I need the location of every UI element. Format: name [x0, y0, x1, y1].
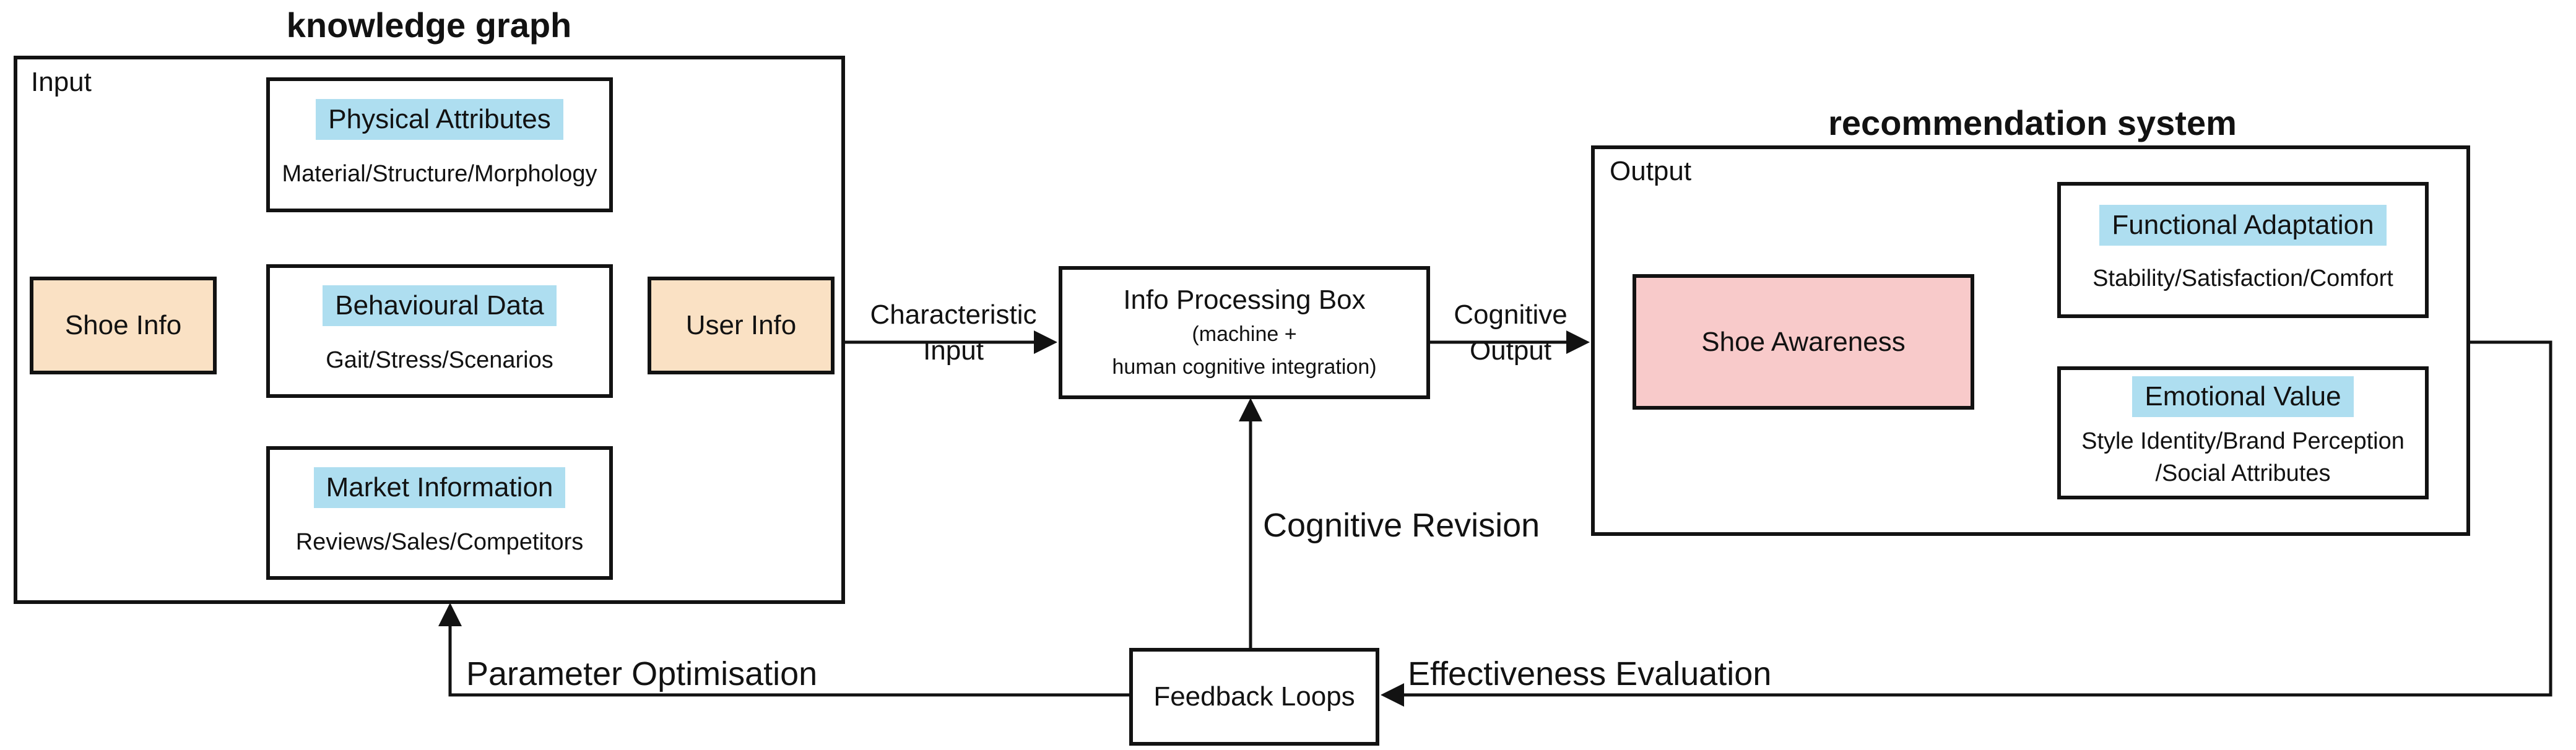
- output-region-label: Output: [1610, 156, 1692, 186]
- functional-adaptation-box: Functional Adaptation Stability/Satisfac…: [2057, 182, 2429, 318]
- behavioural-data-box: Behavioural Data Gait/Stress/Scenarios: [266, 264, 613, 398]
- functional-adaptation-subtitle: Stability/Satisfaction/Comfort: [2092, 265, 2393, 292]
- shoe-info-box: Shoe Info: [30, 277, 217, 374]
- info-processing-sub-line1: (machine +: [1192, 322, 1297, 347]
- characteristic-input-label: Characteristic Input: [870, 297, 1037, 369]
- parameter-optimisation-label: Parameter Optimisation: [466, 655, 818, 692]
- arrowhead-into-output-icon: [1566, 330, 1590, 354]
- market-information-box: Market Information Reviews/Sales/Competi…: [266, 446, 613, 580]
- physical-attributes-subtitle: Material/Structure/Morphology: [282, 161, 597, 188]
- cognitive-output-line2: Output: [1469, 335, 1552, 366]
- arrowhead-into-processing-bottom-icon: [1239, 398, 1262, 421]
- arrowhead-into-processing-icon: [1034, 330, 1057, 354]
- effectiveness-loop-line: [1403, 340, 2552, 697]
- market-information-title: Market Information: [313, 467, 566, 509]
- arrowhead-into-feedback-icon: [1381, 683, 1404, 707]
- market-information-subtitle: Reviews/Sales/Competitors: [295, 529, 584, 556]
- shoe-awareness-label: Shoe Awareness: [1701, 326, 1906, 357]
- input-region-label: Input: [31, 67, 92, 97]
- cognitive-output-label: Cognitive Output: [1454, 297, 1567, 369]
- emotional-value-box: Emotional Value Style Identity/Brand Per…: [2057, 366, 2429, 499]
- physical-attributes-box: Physical Attributes Material/Structure/M…: [266, 77, 613, 212]
- emotional-value-title: Emotional Value: [2132, 376, 2354, 418]
- effectiveness-evaluation-label: Effectiveness Evaluation: [1408, 655, 1772, 692]
- emotional-value-subtitle: Style Identity/Brand Perception /Social …: [2081, 426, 2405, 489]
- feedback-loops-box: Feedback Loops: [1129, 648, 1379, 746]
- recommendation-system-title: recommendation system: [1828, 103, 2237, 142]
- characteristic-input-line1: Characteristic: [870, 300, 1037, 330]
- info-processing-sub-line2: human cognitive integration): [1112, 355, 1377, 379]
- info-processing-title: Info Processing Box: [1123, 285, 1366, 316]
- emotional-value-subtitle-line1: Style Identity/Brand Perception: [2081, 428, 2405, 455]
- behavioural-data-title: Behavioural Data: [323, 285, 557, 327]
- knowledge-graph-title: knowledge graph: [286, 6, 572, 45]
- behavioural-data-subtitle: Gait/Stress/Scenarios: [326, 347, 553, 374]
- arrowhead-into-input-icon: [438, 603, 462, 626]
- functional-adaptation-title: Functional Adaptation: [2099, 205, 2387, 246]
- shoe-awareness-box: Shoe Awareness: [1633, 274, 1974, 410]
- emotional-value-subtitle-line2: /Social Attributes: [2155, 460, 2331, 486]
- info-processing-box: Info Processing Box (machine + human cog…: [1059, 266, 1430, 399]
- physical-attributes-title: Physical Attributes: [316, 99, 563, 140]
- user-info-box: User Info: [648, 277, 835, 374]
- user-info-label: User Info: [685, 310, 797, 340]
- cognitive-output-line1: Cognitive: [1454, 300, 1568, 330]
- parameter-loop-line: [448, 626, 1129, 697]
- cognitive-revision-label: Cognitive Revision: [1263, 507, 1540, 544]
- characteristic-input-line2: Input: [923, 335, 984, 366]
- feedback-loops-label: Feedback Loops: [1153, 681, 1355, 712]
- shoe-info-label: Shoe Info: [64, 310, 182, 340]
